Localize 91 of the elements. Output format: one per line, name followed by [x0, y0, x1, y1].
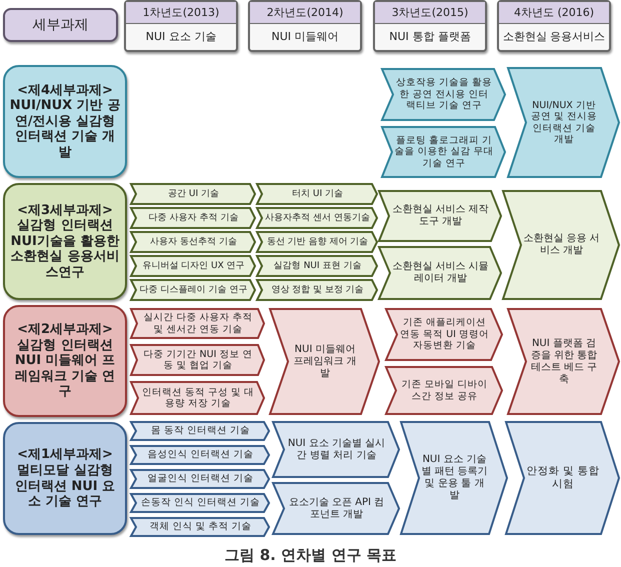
- chevron-shape: [507, 308, 620, 415]
- task-number: <제2세부과제>: [17, 322, 113, 338]
- year-heading: 4차년도 (2016): [499, 2, 609, 24]
- year-header-box: [373, 0, 487, 52]
- chevron-text: 다중 사용자 추적 기술: [148, 212, 238, 224]
- task-number: <제3세부과제>: [17, 202, 113, 218]
- chevron-shape: [381, 68, 506, 121]
- chevron-shape: [130, 469, 270, 489]
- chevron-text: 동선 기반 음향 제어 기술: [266, 236, 368, 248]
- chevron-shape: [130, 279, 256, 301]
- chevron-text: NUI/NUX 기반 공연 및 전시용 인터랙션 기술 개발: [530, 100, 598, 146]
- chevron-text: 손동작 인식 인터랙션 기술: [140, 497, 260, 509]
- year-header-box: [497, 0, 611, 52]
- chevron-text: 실감형 NUI 표현 기술: [274, 260, 362, 272]
- chevron-text: NUI 미들웨어 프레임워크 개발: [292, 344, 358, 380]
- task-label-box: [3, 183, 127, 300]
- task-title: 세부과제: [32, 16, 88, 34]
- chevron-shape: [385, 308, 503, 361]
- chevron-shape: [130, 255, 256, 277]
- chevron-shape: [502, 190, 620, 300]
- year-header-box: [124, 0, 238, 52]
- chevron-text: 기존 애플리케이션 연동 목적 UI 명령어 자동변환 기술: [399, 317, 490, 352]
- stage-theme: NUI 미들웨어: [270, 29, 340, 45]
- task-title: 실감형 인터랙션 NUI 미들웨어 프레임워크 기술 연구: [14, 338, 116, 400]
- chevron-text: 몸 동작 인터랙션 기술: [150, 425, 250, 437]
- chevron-text: 사용자추적 센서 연동기술: [265, 212, 370, 224]
- chevron-shape: [130, 493, 270, 513]
- chevron-shape: [378, 246, 502, 300]
- chevron-shape: [256, 231, 378, 253]
- chevron-text: 기존 모바일 디바이스간 정보 공유: [400, 379, 489, 402]
- chevron-shape: [130, 381, 265, 415]
- chevron-shape: [400, 421, 508, 535]
- header-box: [3, 8, 118, 42]
- task-label-box: [3, 65, 127, 178]
- chevron-text: NUI 플랫폼 검증을 위한 통합 테스트 베드 구축: [530, 338, 598, 386]
- chevron-text: 얼굴인식 인터랙션 기술: [147, 473, 254, 485]
- chevron-text: 객체 인식 및 추적 기술: [149, 521, 252, 533]
- chevron-shape: [130, 445, 270, 465]
- chevron-shape: [381, 126, 506, 178]
- year-heading: 2차년도(2014): [250, 2, 360, 24]
- chevron-shape: [256, 255, 378, 277]
- task-number: <제4세부과제>: [17, 82, 113, 98]
- year-heading: 3차년도(2015): [375, 2, 485, 24]
- chevron-text: NUI 요소 기술별 패턴 등록기 및 운용 툴 개발: [421, 454, 488, 502]
- chevron-shape: [269, 308, 380, 415]
- chevron-shape: [256, 183, 378, 205]
- figure-caption: 그림 8. 연차별 연구 목표: [223, 546, 398, 565]
- chevron-shape: [256, 207, 378, 229]
- chevron-shape: [256, 279, 378, 301]
- chevron-shape: [130, 231, 256, 253]
- task-label-box: [3, 422, 127, 535]
- chevron-text: 소환현실 응용 서비스 개발: [523, 233, 600, 257]
- stage-theme: 소환현실 응용서비스: [502, 29, 606, 45]
- chevron-text: 사용자 동선추적 기술: [150, 236, 237, 248]
- chevron-text: 다중 기기간 NUI 정보 연동 및 협업 기술: [142, 348, 254, 372]
- chevron-shape: [507, 67, 620, 178]
- chevron-shape: [385, 366, 503, 415]
- chevron-shape: [378, 190, 502, 242]
- chevron-shape: [130, 183, 256, 205]
- chevron-shape: [272, 482, 400, 535]
- chevron-shape: [130, 421, 270, 441]
- chevron-text: 실시간 다중 사용자 추적 및 센서간 연동 기술: [142, 312, 254, 335]
- chevron-shape: [130, 344, 265, 376]
- task-number: <제1세부과제>: [17, 447, 113, 463]
- chevron-text: 소환현실 서비스 시뮬레이터 개발: [392, 261, 489, 285]
- task-title: NUI/NUX 기반 공연/전시용 실감형 인터랙션 기술 개발: [9, 98, 121, 160]
- chevron-text: 플로팅 홀로그래피 기술을 이용한 실감 무대 기술 연구: [394, 134, 494, 170]
- chevron-text: 안정화 및 통합시험: [526, 465, 600, 491]
- task-title: 실감형 인터랙션 NUI기술을 활용한 소환현실 응용서비스연구: [10, 218, 120, 280]
- chevron-text: 다중 디스플레이 기술 연구: [140, 284, 248, 296]
- stage-theme: NUI 요소 기술: [144, 29, 218, 45]
- stage-theme: NUI 통합 플랫폼: [388, 29, 472, 45]
- chevron-shape: [505, 421, 620, 535]
- chevron-text: 인터랙션 동적 구성 및 대용량 저장 기술: [140, 386, 256, 410]
- chevron-text: 공간 UI 기술: [168, 188, 219, 200]
- chevron-text: 음성인식 인터랙션 기술: [147, 449, 254, 461]
- year-header-box: [248, 0, 362, 52]
- chevron-text: 상호작용 기술을 활용한 공연 전시용 인터랙티브 기술 연구: [395, 77, 493, 112]
- chevron-shape: [130, 308, 265, 339]
- chevron-text: 요소기술 오픈 API 컴포넌트 개발: [288, 496, 386, 520]
- chevron-text: 영상 정합 및 보정 기술: [271, 284, 364, 296]
- chevron-shape: [130, 207, 256, 229]
- chevron-text: NUI 요소 기술별 실시간 병렬 처리 기술: [286, 438, 386, 462]
- task-title: 멀티모달 실감형 인터랙션 NUI 요소 기술 연구: [14, 462, 116, 510]
- chevron-shape: [272, 421, 400, 478]
- chevron-text: 소환현실 서비스 제작도구 개발: [391, 204, 490, 228]
- year-heading: 1차년도(2013): [126, 2, 236, 24]
- chevron-text: 터치 UI 기술: [292, 188, 343, 200]
- chevron-text: 유니버설 디자인 UX 연구: [142, 260, 245, 272]
- task-label-box: [3, 305, 127, 417]
- chevron-shape: [130, 517, 270, 537]
